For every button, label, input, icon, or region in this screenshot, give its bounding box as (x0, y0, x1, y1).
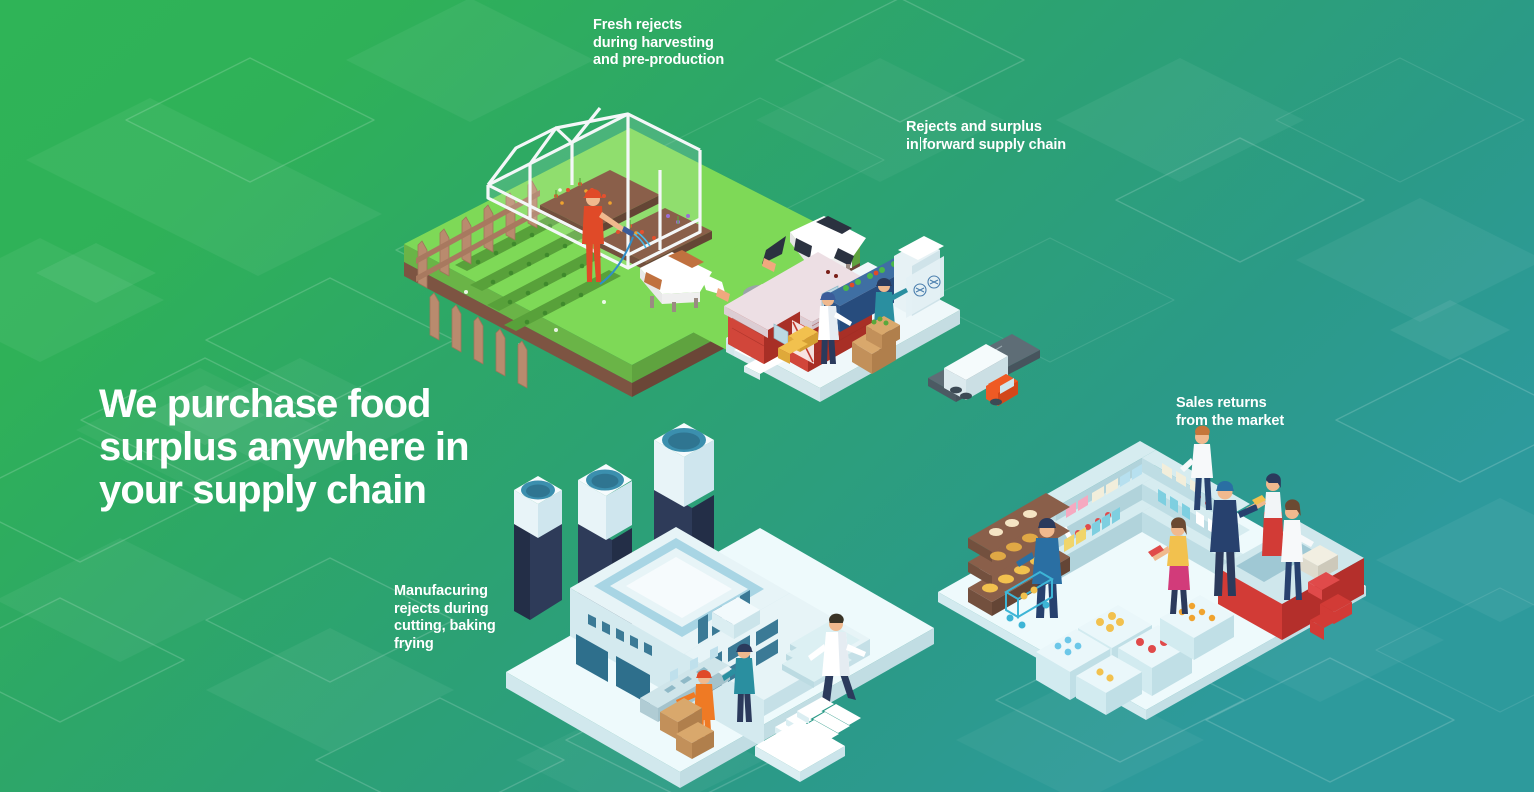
shopper-woman-center (1148, 517, 1190, 614)
produce-bins (1036, 595, 1234, 715)
isometric-white-pallet (755, 697, 861, 782)
farmer-figure (582, 189, 651, 285)
worker-inspector (818, 292, 852, 364)
shopper-woman-right (1281, 499, 1314, 600)
caption-manufacturing-rejects: Manufacuring rejects during cutting, bak… (394, 583, 496, 652)
caption-sales-returns: Sales returns from the market (1176, 395, 1285, 429)
worker-teal (718, 643, 755, 722)
cow-holstein (762, 216, 866, 282)
shopper-man-top (1180, 425, 1213, 510)
caption-forward-suffix: forward supply chain (922, 136, 1067, 153)
caption-forward-prefix: Rejects and surplus in (906, 119, 1042, 153)
barn-illustration (724, 236, 1040, 406)
caption-harvest-rejects: Fresh rejects during harvesting and pre-… (593, 17, 725, 68)
customer-checkout (1210, 481, 1266, 596)
factory-illustration (506, 423, 934, 788)
cow-brown (640, 250, 730, 312)
text-cursor (919, 136, 922, 151)
smokestack-short (514, 476, 562, 620)
lab-technician (808, 613, 866, 702)
delivery-truck (944, 344, 1018, 406)
cardboard-boxes (852, 316, 900, 374)
grocery-shelves (1040, 441, 1156, 581)
shopping-cart (1004, 570, 1054, 629)
supermarket-illustration (938, 425, 1366, 720)
page-title: We purchase food surplus anywhere in you… (99, 382, 470, 512)
ventilation-fan (906, 256, 944, 318)
